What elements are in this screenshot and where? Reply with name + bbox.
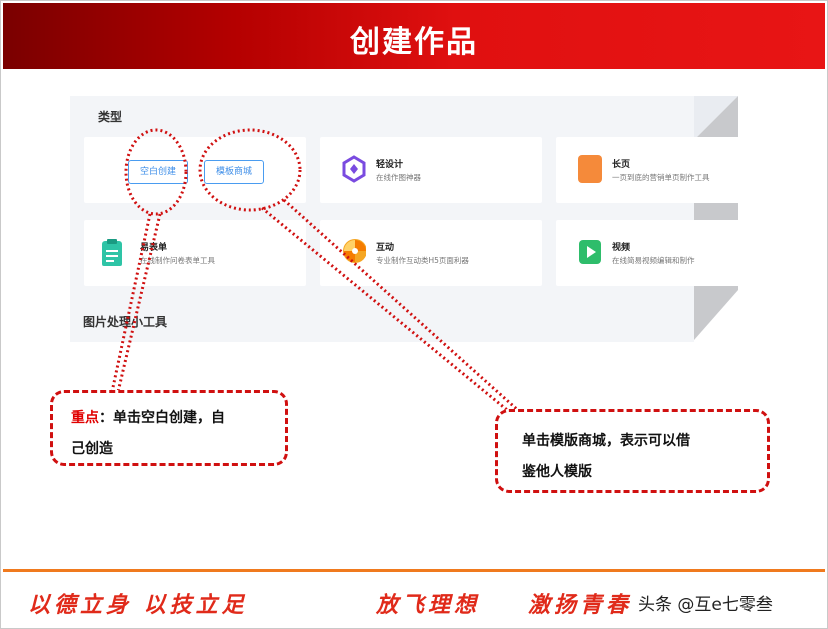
callout-key: 重点	[71, 410, 99, 426]
card-desc: 在线作图神器	[376, 173, 421, 182]
card-interactive[interactable]: 互动 专业制作互动类H5页面利器	[320, 220, 542, 286]
video-play-icon	[579, 240, 601, 264]
create-card: 空白创建 模板商城	[84, 137, 306, 203]
callout-template-mall: 单击模版商城，表示可以借 鉴他人模版	[495, 409, 770, 493]
right-pointer-line-1	[261, 206, 513, 416]
card-title: 互动	[376, 243, 395, 253]
template-mall-highlight-circle	[198, 128, 302, 212]
light-design-icon	[342, 155, 366, 183]
clipboard-icon	[102, 239, 122, 266]
slogan-right: 激扬青春	[528, 592, 633, 618]
card-desc: 一页到底的营销单页制作工具	[612, 173, 710, 182]
card-title: 易表单	[140, 243, 168, 253]
watermark: 头条 @互e七零叁	[638, 595, 773, 615]
left-pointer-line-2	[116, 213, 162, 393]
long-page-icon	[578, 155, 602, 183]
callout-text-2: 己创造	[71, 441, 113, 457]
card-light-design[interactable]: 轻设计 在线作图神器	[320, 137, 542, 203]
card-video[interactable]: 视频 在线简易视频编辑和制作	[556, 220, 740, 286]
callout-text: ：单击空白创建，自	[99, 410, 225, 426]
card-desc: 专业制作互动类H5页面利器	[376, 256, 469, 265]
right-pointer-line-2	[282, 198, 522, 414]
callout-text: 单击模版商城，表示可以借	[522, 433, 690, 449]
slogan-left: 以德立身 以技立足	[28, 592, 248, 618]
card-easy-form[interactable]: 易表单 在线制作问卷表单工具	[84, 220, 306, 286]
card-desc: 在线制作问卷表单工具	[140, 256, 215, 265]
section-type-heading: 类型	[98, 110, 123, 124]
blank-create-highlight-circle	[124, 128, 188, 216]
slogan-middle: 放飞理想	[376, 592, 481, 618]
callout-text-2: 鉴他人模版	[522, 464, 592, 480]
card-title: 长页	[612, 160, 631, 170]
title-banner: 创建作品	[3, 3, 825, 69]
card-title: 视频	[612, 243, 631, 253]
template-mall-button[interactable]: 模板商城	[204, 160, 264, 184]
card-long-page[interactable]: 长页 一页到底的营销单页制作工具	[556, 137, 740, 203]
slide-title: 创建作品	[350, 25, 478, 60]
left-pointer-line-1	[110, 213, 152, 393]
card-title: 轻设计	[376, 160, 404, 170]
card-desc: 在线简易视频编辑和制作	[612, 256, 695, 265]
section-tools-heading: 图片处理小工具	[83, 315, 168, 329]
callout-blank-create: 重点：单击空白创建，自 己创造	[50, 390, 288, 466]
footer-divider	[3, 569, 825, 572]
